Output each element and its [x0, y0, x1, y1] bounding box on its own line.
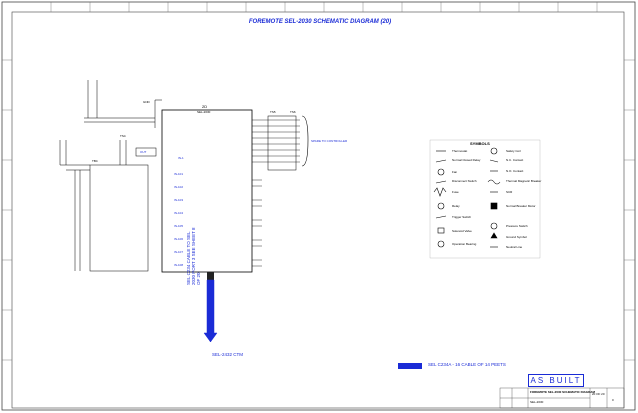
channel-label: IN-107 — [174, 250, 184, 254]
legend-symbols — [433, 147, 501, 248]
legend-item: SCR — [506, 190, 513, 194]
channel-label: IN-105 — [174, 224, 184, 228]
title-block-sheet: 20 OF 20 — [592, 392, 605, 396]
block-2d-label: 2D — [202, 104, 208, 109]
channel-label: IN-104 — [174, 211, 184, 215]
cable-connector — [207, 272, 214, 280]
channel-label: IN-102 — [174, 185, 184, 189]
input-ladder — [60, 140, 157, 272]
legend-item: Thermal Magnetic Breaker — [506, 179, 542, 183]
legend-item: N.O. Contact — [506, 169, 524, 173]
out-tag: OUT — [140, 150, 147, 154]
sel-block — [161, 109, 253, 273]
feeder-lines — [59, 80, 156, 165]
legend-item: Normal Breaker Motor — [506, 204, 536, 208]
ts-b-label: TS6 — [290, 110, 296, 114]
legend-item: Ground Symbol — [506, 235, 527, 239]
legend-item: Fan — [452, 170, 458, 174]
cable-label: SEL-2432 CTM — [212, 352, 244, 357]
cable-arrow — [203, 279, 218, 343]
legend-item: Thermostat — [452, 149, 468, 153]
terminal-lines — [252, 119, 300, 163]
title-block-title: FOREMOTE SEL-2030 SCHEMATIC DIAGRAM — [530, 390, 595, 394]
tb-mid-label: TS4 — [120, 134, 126, 138]
legend-item: Disconnect Switch — [452, 179, 477, 183]
channel-label: IN-101 — [174, 172, 184, 176]
cable-description: SEL C234 CABLE TO SEL 2030 PORT 3 SEE SH… — [186, 227, 201, 285]
channel-label: IN-108 — [174, 263, 184, 267]
legend-item: Pressure Switch — [506, 224, 528, 228]
terminal-block-right — [267, 115, 297, 171]
legend-item: Solenoid Valve — [452, 229, 472, 233]
gnd-label: GND — [143, 100, 150, 104]
note-tag — [398, 363, 422, 369]
legend-frame — [429, 139, 541, 259]
legend-item: N.C. Contact — [506, 158, 524, 162]
legend-item: Normal Closed Relay — [452, 158, 481, 162]
input-word: IN-1 — [178, 156, 184, 160]
right-stubs — [252, 179, 262, 267]
block-sub-label: SEL-2030 — [197, 110, 211, 114]
legend-item: Operation Bearing — [452, 242, 477, 246]
legend-item: Neutral Line — [506, 245, 523, 249]
channel-label: IN-103 — [174, 198, 184, 202]
title-block-sub: SEL-2030 — [530, 400, 544, 404]
bracket — [301, 115, 309, 167]
legend-title: SYMBOLS — [470, 141, 490, 146]
cable-note: SEL C234A - 16 CABLE OF 14 PEETS — [428, 362, 506, 367]
ts-a-label: TS5 — [270, 110, 276, 114]
zone-ticks — [2, 2, 635, 361]
sheet-border-inner — [11, 11, 625, 409]
channel-label: IN-106 — [174, 237, 184, 241]
bracket-note: SPARE TO CONTROLLER — [311, 139, 348, 143]
title-block-rev: 0 — [612, 398, 614, 402]
legend-item: Fuse — [452, 190, 459, 194]
title-block — [499, 387, 625, 409]
legend-item: Trigger Switch — [452, 215, 472, 219]
tb-left-label: TB4 — [92, 159, 98, 163]
page-title: FOREMOTE SEL-2030 SCHEMATIC DIAGRAM (20) — [248, 19, 392, 25]
legend-item: Safety Coil — [506, 149, 521, 153]
as-built-stamp: AS BUILT — [528, 374, 584, 387]
legend-item: Relay — [452, 204, 460, 208]
